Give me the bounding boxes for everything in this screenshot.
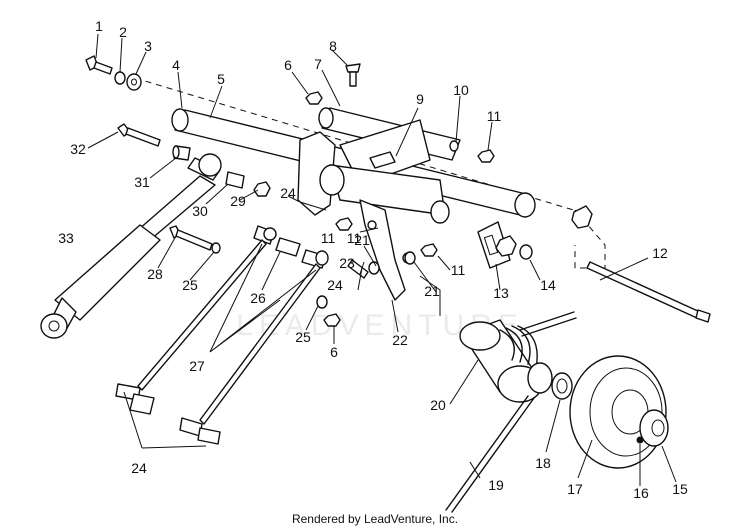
label-23: 23 xyxy=(339,255,355,271)
label-33: 33 xyxy=(58,230,74,246)
washer-14 xyxy=(519,244,533,260)
spring-housing xyxy=(459,319,553,403)
label-26: 26 xyxy=(250,290,266,306)
label-21-b: 21 xyxy=(424,283,440,299)
axis-line xyxy=(134,77,591,216)
part-10 xyxy=(449,140,459,152)
bushing-31-end xyxy=(172,145,180,159)
label-6-top: 6 xyxy=(284,57,292,73)
label-21-a: 21 xyxy=(354,232,370,248)
shock-absorber xyxy=(40,153,222,339)
label-11-d: 11 xyxy=(321,230,336,246)
label-4: 4 xyxy=(172,57,180,73)
credit-text: Rendered by LeadVenture, Inc. xyxy=(291,512,459,526)
label-25-a: 25 xyxy=(182,277,198,293)
clip-part xyxy=(369,151,396,169)
label-1: 1 xyxy=(95,18,103,34)
bolt-1 xyxy=(85,55,113,75)
rod-12 xyxy=(586,261,711,323)
bolt-32 xyxy=(117,123,161,147)
label-20: 20 xyxy=(430,397,446,413)
label-7: 7 xyxy=(314,56,322,72)
link-rod-lower xyxy=(179,237,329,445)
label-27: 27 xyxy=(189,358,205,374)
label-24-b: 24 xyxy=(327,277,343,293)
spring-wire-top xyxy=(519,311,577,337)
washer-18-hole xyxy=(556,378,568,394)
nut-11-mid xyxy=(335,217,353,231)
bracket-plate xyxy=(297,119,450,224)
label-15: 15 xyxy=(672,481,688,497)
label-2: 2 xyxy=(119,24,127,40)
label-25-b: 25 xyxy=(295,329,311,345)
label-10: 10 xyxy=(453,82,469,98)
link-rod-upper xyxy=(115,225,277,415)
label-16: 16 xyxy=(633,485,649,501)
label-13: 13 xyxy=(493,285,509,301)
nut-11-top xyxy=(477,149,495,163)
label-18: 18 xyxy=(535,455,551,471)
screw-23 xyxy=(347,259,369,279)
label-9: 9 xyxy=(416,91,424,107)
part-labels: 1 2 3 4 5 6 7 8 9 10 11 11 11 11 12 13 1… xyxy=(58,18,688,501)
spring-wire-19 xyxy=(445,395,535,513)
washer-21-a xyxy=(368,261,380,275)
label-29: 29 xyxy=(230,193,246,209)
label-12: 12 xyxy=(652,245,668,261)
nut-29 xyxy=(253,181,271,197)
washer-3-hole xyxy=(131,78,137,86)
nut-6-top xyxy=(305,91,323,105)
washer-3 xyxy=(126,73,142,91)
label-22: 22 xyxy=(392,332,408,348)
nut-6-bottom xyxy=(323,313,341,327)
label-32: 32 xyxy=(70,141,86,157)
label-11-a: 11 xyxy=(487,108,502,124)
label-14: 14 xyxy=(540,277,556,293)
hub-15 xyxy=(636,409,669,447)
label-8: 8 xyxy=(329,38,337,54)
label-31: 31 xyxy=(134,174,150,190)
washer-25-mid xyxy=(316,295,328,309)
label-19: 19 xyxy=(488,477,504,493)
label-11-c: 11 xyxy=(347,230,362,246)
nut-11-low xyxy=(420,243,438,257)
axis-line-2 xyxy=(574,209,606,269)
label-28: 28 xyxy=(147,266,163,282)
nut-13 xyxy=(495,235,517,257)
label-6-bottom: 6 xyxy=(330,344,338,360)
label-24-c: 24 xyxy=(131,460,147,476)
bolt-8 xyxy=(345,63,361,87)
end-clip xyxy=(571,205,593,229)
label-3: 3 xyxy=(144,38,152,54)
label-30: 30 xyxy=(192,203,208,219)
label-11-b: 11 xyxy=(451,262,466,278)
washer-21-b xyxy=(404,251,416,265)
washer-25-left xyxy=(211,242,221,254)
bolt-28 xyxy=(169,225,213,251)
bushing-30 xyxy=(225,171,245,189)
leader-lines xyxy=(87,33,677,486)
label-17: 17 xyxy=(567,481,583,497)
label-5: 5 xyxy=(217,71,225,87)
washer-18 xyxy=(551,372,573,400)
washer-2 xyxy=(114,71,126,85)
arm-bracket xyxy=(359,199,414,301)
label-24-a: 24 xyxy=(280,185,296,201)
